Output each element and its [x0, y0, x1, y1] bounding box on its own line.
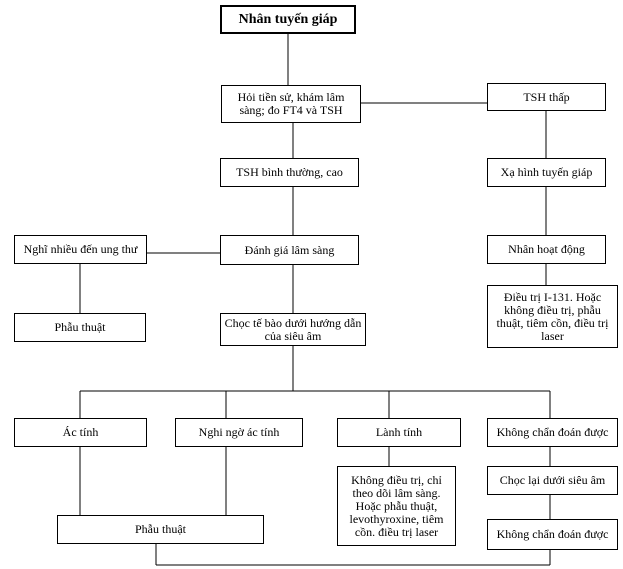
node-tsh-low: TSH thấp	[487, 83, 606, 111]
node-scan: Xạ hình tuyến giáp	[487, 158, 606, 187]
node-suspicious: Nghi ngờ ác tính	[175, 418, 303, 447]
node-history: Hỏi tiền sử, khám lâm sàng; đo FT4 và TS…	[221, 85, 361, 123]
node-benign-management: Không điều trị, chỉ theo dõi lâm sàng. H…	[337, 466, 456, 546]
node-benign: Lành tính	[337, 418, 461, 447]
node-nondiagnostic-2: Không chẩn đoán được	[487, 519, 618, 550]
node-malignant: Ác tính	[14, 418, 147, 447]
node-fna: Chọc tế bào dưới hướng dẫn của siêu âm	[220, 313, 366, 346]
node-active-nodule: Nhân hoạt động	[487, 235, 606, 264]
node-tsh-normal: TSH bình thường, cao	[220, 158, 359, 187]
node-nondiagnostic: Không chẩn đoán được	[487, 418, 618, 447]
node-repeat-fna: Chọc lại dưới siêu âm	[487, 466, 618, 495]
node-surgery-bottom: Phẫu thuật	[57, 515, 264, 544]
node-i131: Điều trị I-131. Hoặc không điều trị, phẫ…	[487, 285, 618, 348]
node-title: Nhân tuyến giáp	[220, 5, 356, 34]
node-clinical-eval: Đánh giá lâm sàng	[220, 235, 359, 265]
node-surgery-left: Phẫu thuật	[14, 313, 146, 342]
node-suspect-cancer: Nghĩ nhiều đến ung thư	[14, 235, 147, 264]
